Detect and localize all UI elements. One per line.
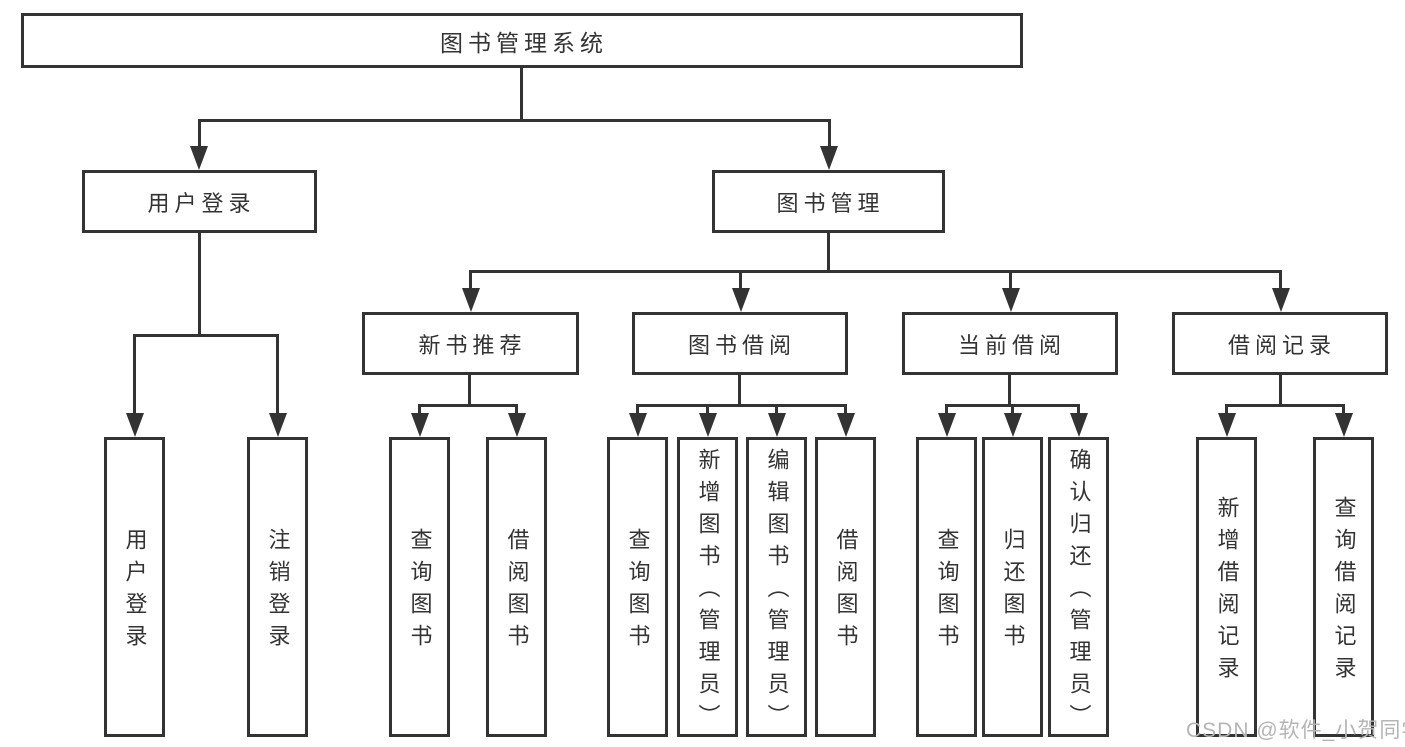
connector-current-drop-2 xyxy=(1011,404,1014,416)
csdn-watermark: CSDN @软件_小贺同学 xyxy=(1186,719,1405,742)
connector-newrec-drop-2 xyxy=(515,404,518,416)
leaf-query-books-current-label: 查询图书 xyxy=(934,528,960,656)
leaf-borrow-books-newrec-label: 借阅图书 xyxy=(504,528,530,656)
arrow-down-icon xyxy=(837,413,855,437)
connector-newrec-splitter xyxy=(418,404,518,407)
connector-newrec-stem xyxy=(468,375,471,406)
arrow-down-icon xyxy=(1272,288,1290,312)
leaf-query-books-current: 查询图书 xyxy=(916,437,977,737)
connector-mgmt-drop-3 xyxy=(1009,270,1012,292)
arrow-down-icon xyxy=(629,413,647,437)
node-book-management: 图书管理 xyxy=(712,170,945,233)
leaf-query-books-borrow: 查询图书 xyxy=(607,437,668,737)
leaf-confirm-return-admin: 确认归还（管理员） xyxy=(1048,437,1109,737)
connector-root-splitter xyxy=(198,119,831,122)
connector-mgmt-splitter xyxy=(469,270,1282,273)
arrow-down-icon xyxy=(1070,413,1088,437)
leaf-query-borrow-record: 查询借阅记录 xyxy=(1313,437,1374,737)
connector-borrow-stem xyxy=(738,375,741,406)
leaf-borrow-books-newrec: 借阅图书 xyxy=(486,437,547,737)
leaf-borrow-books: 借阅图书 xyxy=(815,437,876,737)
arrow-down-icon xyxy=(699,413,717,437)
connector-mgmt-drop-1 xyxy=(469,270,472,292)
leaf-return-books-label: 归还图书 xyxy=(1000,528,1026,656)
node-borrow-records-label: 借阅记录 xyxy=(1227,332,1336,358)
leaf-user-login-label: 用户登录 xyxy=(122,528,148,656)
connector-records-drop-2 xyxy=(1342,404,1345,416)
node-user-login-label: 用户登录 xyxy=(147,190,256,216)
arrow-down-icon xyxy=(411,413,429,437)
node-root-label: 图书管理系统 xyxy=(440,29,608,56)
node-root: 图书管理系统 xyxy=(21,13,1023,68)
arrow-down-icon xyxy=(462,288,480,312)
leaf-query-books-newrec-label: 查询图书 xyxy=(407,528,433,656)
connector-borrow-splitter xyxy=(636,404,847,407)
node-new-book-recommend: 新书推荐 xyxy=(362,312,579,375)
connector-borrow-drop-1 xyxy=(636,404,639,416)
leaf-logout-label: 注销登录 xyxy=(265,528,291,656)
node-current-borrow: 当前借阅 xyxy=(902,312,1118,375)
leaf-borrow-books-label: 借阅图书 xyxy=(833,528,859,656)
node-book-borrow-label: 图书借阅 xyxy=(687,332,796,358)
arrow-down-icon xyxy=(508,413,526,437)
arrow-down-icon xyxy=(938,413,956,437)
node-borrow-records: 借阅记录 xyxy=(1172,312,1388,375)
connector-login-drop-1 xyxy=(133,334,136,416)
leaf-confirm-return-admin-label: 确认归还（管理员） xyxy=(1066,448,1092,736)
arrow-down-icon xyxy=(190,146,208,170)
connector-mgmt-stem xyxy=(827,233,830,272)
leaf-query-books-borrow-label: 查询图书 xyxy=(625,528,651,656)
connector-login-stem xyxy=(198,233,201,336)
leaf-add-borrow-record-label: 新增借阅记录 xyxy=(1214,496,1240,688)
connector-login-splitter xyxy=(133,334,279,337)
connector-borrow-drop-2 xyxy=(706,404,709,416)
leaf-logout: 注销登录 xyxy=(247,437,308,737)
connector-current-drop-3 xyxy=(1077,404,1080,416)
arrow-down-icon xyxy=(126,413,144,437)
leaf-user-login: 用户登录 xyxy=(104,437,165,737)
connector-newrec-drop-1 xyxy=(418,404,421,416)
connector-current-stem xyxy=(1008,375,1011,406)
leaf-add-books-admin-label: 新增图书（管理员） xyxy=(695,448,721,736)
connector-borrow-drop-4 xyxy=(844,404,847,416)
leaf-edit-books-admin-label: 编辑图书（管理员） xyxy=(764,448,790,736)
connector-root-drop-left xyxy=(198,119,201,148)
node-user-login: 用户登录 xyxy=(82,170,317,233)
connector-mgmt-drop-4 xyxy=(1279,270,1282,292)
arrow-down-icon xyxy=(732,288,750,312)
leaf-add-books-admin: 新增图书（管理员） xyxy=(677,437,738,737)
connector-borrow-drop-3 xyxy=(775,404,778,416)
leaf-edit-books-admin: 编辑图书（管理员） xyxy=(746,437,807,737)
arrow-down-icon xyxy=(1335,413,1353,437)
arrow-down-icon xyxy=(269,413,287,437)
connector-mgmt-drop-2 xyxy=(739,270,742,292)
node-book-management-label: 图书管理 xyxy=(776,190,885,216)
leaf-query-borrow-record-label: 查询借阅记录 xyxy=(1331,496,1357,688)
arrow-down-icon xyxy=(1002,288,1020,312)
arrow-down-icon xyxy=(1218,413,1236,437)
node-current-borrow-label: 当前借阅 xyxy=(957,332,1066,358)
connector-records-stem xyxy=(1279,375,1282,406)
connector-root-drop-right xyxy=(828,119,831,148)
leaf-add-borrow-record: 新增借阅记录 xyxy=(1196,437,1257,737)
connector-current-drop-1 xyxy=(945,404,948,416)
node-book-borrow: 图书借阅 xyxy=(632,312,848,375)
connector-records-splitter xyxy=(1225,404,1345,407)
node-new-book-recommend-label: 新书推荐 xyxy=(418,332,527,358)
arrow-down-icon xyxy=(820,146,838,170)
connector-records-drop-1 xyxy=(1225,404,1228,416)
arrow-down-icon xyxy=(768,413,786,437)
connector-login-drop-2 xyxy=(276,334,279,416)
leaf-return-books: 归还图书 xyxy=(982,437,1043,737)
connector-root-stem xyxy=(520,68,523,122)
leaf-query-books-newrec: 查询图书 xyxy=(389,437,450,737)
arrow-down-icon xyxy=(1004,413,1022,437)
